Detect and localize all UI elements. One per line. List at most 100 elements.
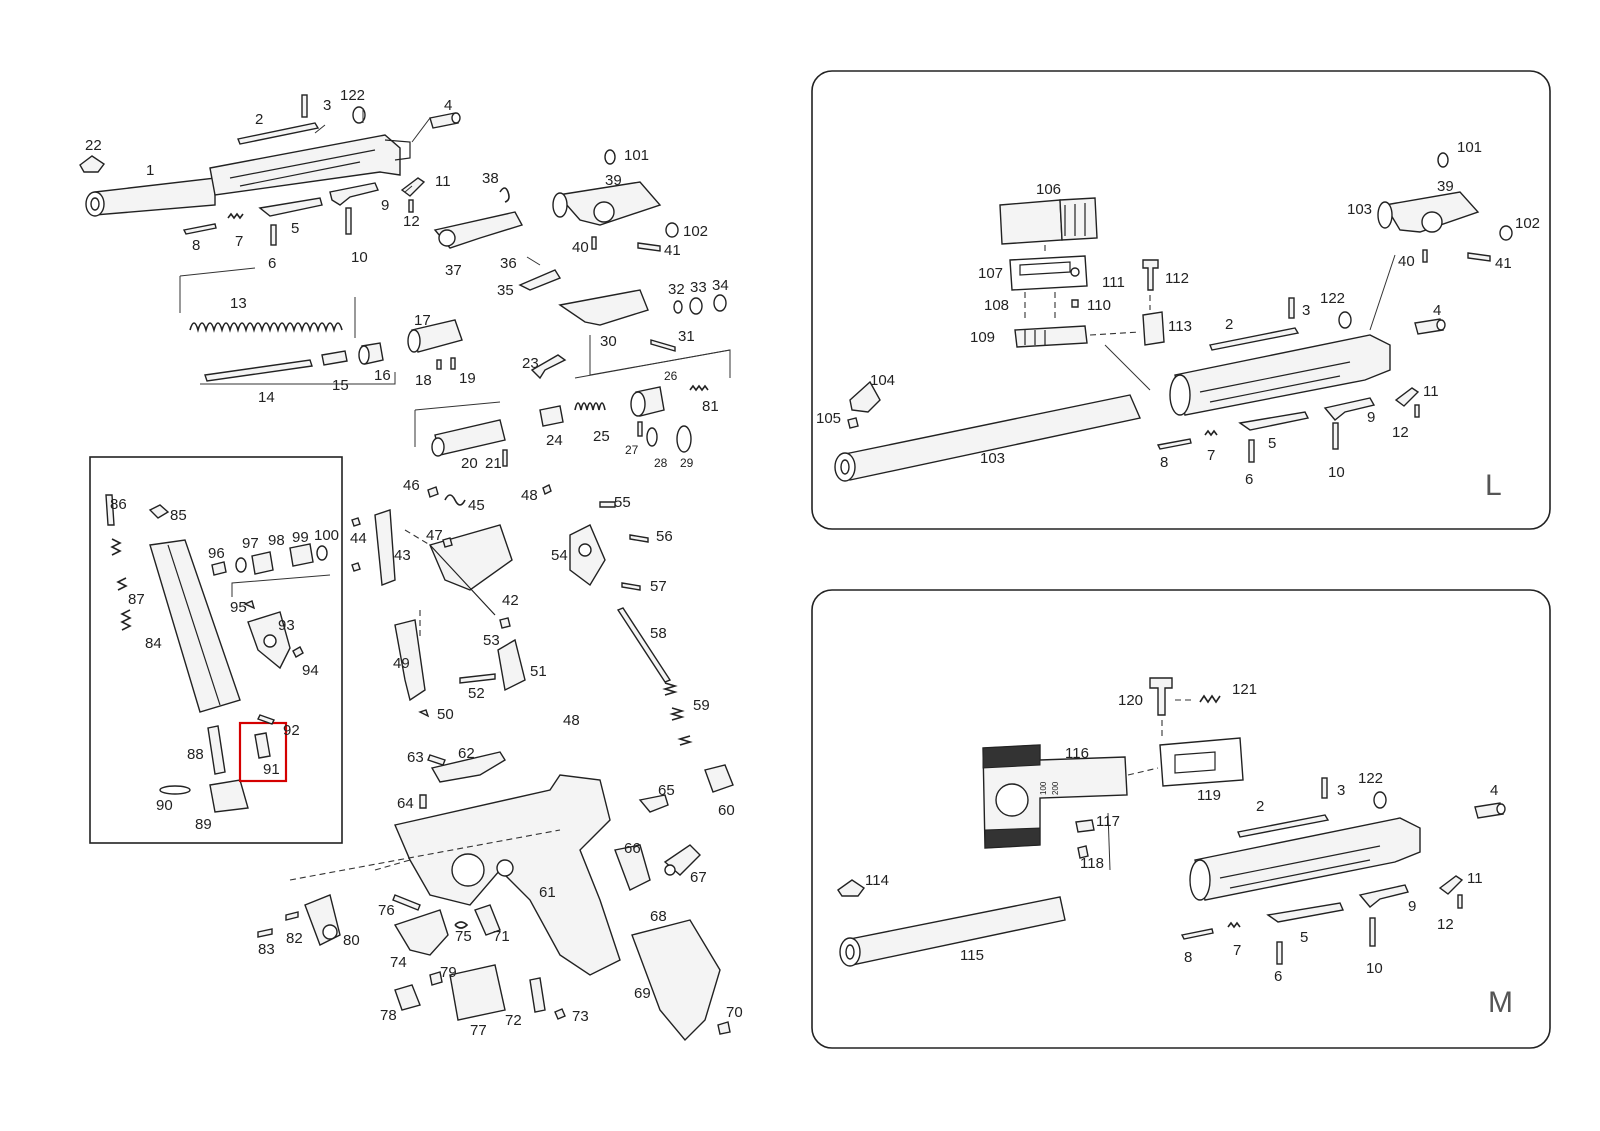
part-32 xyxy=(673,300,683,314)
part-35 xyxy=(518,269,562,291)
part-112 xyxy=(1142,259,1159,291)
label-18: 18 xyxy=(415,372,432,389)
pm-label-120: 120 xyxy=(1118,692,1143,709)
pl-label-5: 5 xyxy=(1268,435,1276,452)
part-45 xyxy=(444,494,466,506)
labels-main: 1 2 3 4 5 6 7 8 9 10 11 12 13 14 15 16 1… xyxy=(85,87,743,1039)
highlight-box-91 xyxy=(238,721,288,783)
label-25: 25 xyxy=(593,428,610,445)
pl-label-39: 39 xyxy=(1437,178,1454,195)
label-91: 91 xyxy=(263,761,280,778)
part-95 xyxy=(243,600,256,610)
label-62: 62 xyxy=(458,745,475,762)
part-96 xyxy=(211,561,227,576)
part-52 xyxy=(459,673,496,684)
label-48b: 48 xyxy=(563,712,580,729)
part-79 xyxy=(429,971,443,986)
part-121-spring xyxy=(1199,694,1221,704)
part-44b xyxy=(351,562,361,572)
pm-part-3 xyxy=(1321,777,1328,799)
label-17: 17 xyxy=(414,312,431,329)
pm-label-119: 119 xyxy=(1197,787,1221,804)
label-97: 97 xyxy=(242,535,259,552)
label-83: 83 xyxy=(258,941,275,958)
part-63 xyxy=(427,754,446,766)
pl-part-2 xyxy=(1209,327,1300,351)
label-13: 13 xyxy=(230,295,247,312)
label-80: 80 xyxy=(343,932,360,949)
pl-part-102 xyxy=(1499,225,1513,241)
pl-part-10 xyxy=(1332,422,1339,450)
label-16: 16 xyxy=(374,367,391,384)
label-38: 38 xyxy=(482,170,499,187)
part-34 xyxy=(713,294,727,312)
pm-label-117: 117 xyxy=(1096,813,1120,830)
label-12: 12 xyxy=(403,213,420,230)
part-25-spring xyxy=(574,402,606,411)
pl-part-101 xyxy=(1437,152,1449,168)
part-73 xyxy=(554,1008,566,1020)
part-13-spring xyxy=(189,322,343,333)
part-94 xyxy=(292,646,304,658)
part-82 xyxy=(285,911,299,921)
pl-part-11 xyxy=(1394,387,1420,407)
part-66 xyxy=(614,844,651,891)
part-85 xyxy=(148,504,170,519)
label-55: 55 xyxy=(614,494,631,511)
panel-L xyxy=(811,70,1551,530)
label-43: 43 xyxy=(394,547,411,564)
label-41: 41 xyxy=(664,242,681,259)
label-70: 70 xyxy=(726,1004,743,1021)
pl-label-108: 108 xyxy=(984,297,1009,314)
part-106 xyxy=(999,199,1063,245)
part-11 xyxy=(400,177,426,197)
label-84: 84 xyxy=(145,635,162,652)
part-6 xyxy=(270,224,277,246)
label-28: 28 xyxy=(654,456,668,470)
label-100: 100 xyxy=(314,527,339,544)
part-78 xyxy=(394,984,421,1011)
part-81-spring xyxy=(689,384,709,392)
label-48: 48 xyxy=(521,487,538,504)
pm-label-115: 115 xyxy=(960,947,984,964)
part-65 xyxy=(638,794,669,813)
stamp-200: 200 xyxy=(1051,781,1060,795)
label-35: 35 xyxy=(497,282,514,299)
pl-part-3 xyxy=(1288,297,1295,319)
part-89 xyxy=(209,779,249,813)
label-31: 31 xyxy=(678,328,695,345)
pm-label-4: 4 xyxy=(1490,782,1498,799)
part-104 xyxy=(849,380,881,413)
pm-part-5 xyxy=(1266,902,1344,923)
part-70 xyxy=(717,1021,731,1035)
pl-label-3: 3 xyxy=(1302,302,1310,319)
label-46: 46 xyxy=(403,477,420,494)
label-66: 66 xyxy=(624,840,641,857)
pl-label-112: 112 xyxy=(1165,270,1189,287)
part-100 xyxy=(316,545,328,561)
main-assembly xyxy=(79,94,734,1042)
label-92: 92 xyxy=(283,722,300,739)
pl-part-7 xyxy=(1204,429,1218,437)
part-41 xyxy=(637,242,661,252)
pl-label-4: 4 xyxy=(1433,302,1441,319)
pl-label-41: 41 xyxy=(1495,255,1512,272)
label-39: 39 xyxy=(605,172,622,189)
label-21: 21 xyxy=(485,455,502,472)
part-50 xyxy=(418,709,430,718)
label-81: 81 xyxy=(702,398,719,415)
part-38 xyxy=(499,187,510,203)
label-10: 10 xyxy=(351,249,368,266)
part-9 xyxy=(329,182,379,206)
pm-label-118: 118 xyxy=(1080,855,1104,872)
pl-label-107: 107 xyxy=(978,265,1003,282)
pm-part-9 xyxy=(1358,884,1409,908)
pm-label-9: 9 xyxy=(1408,898,1416,915)
part-48 xyxy=(542,484,552,495)
label-4: 4 xyxy=(444,97,452,114)
part-83 xyxy=(257,928,273,938)
label-71: 71 xyxy=(493,928,510,945)
label-101: 101 xyxy=(624,147,649,164)
label-47: 47 xyxy=(426,527,443,544)
